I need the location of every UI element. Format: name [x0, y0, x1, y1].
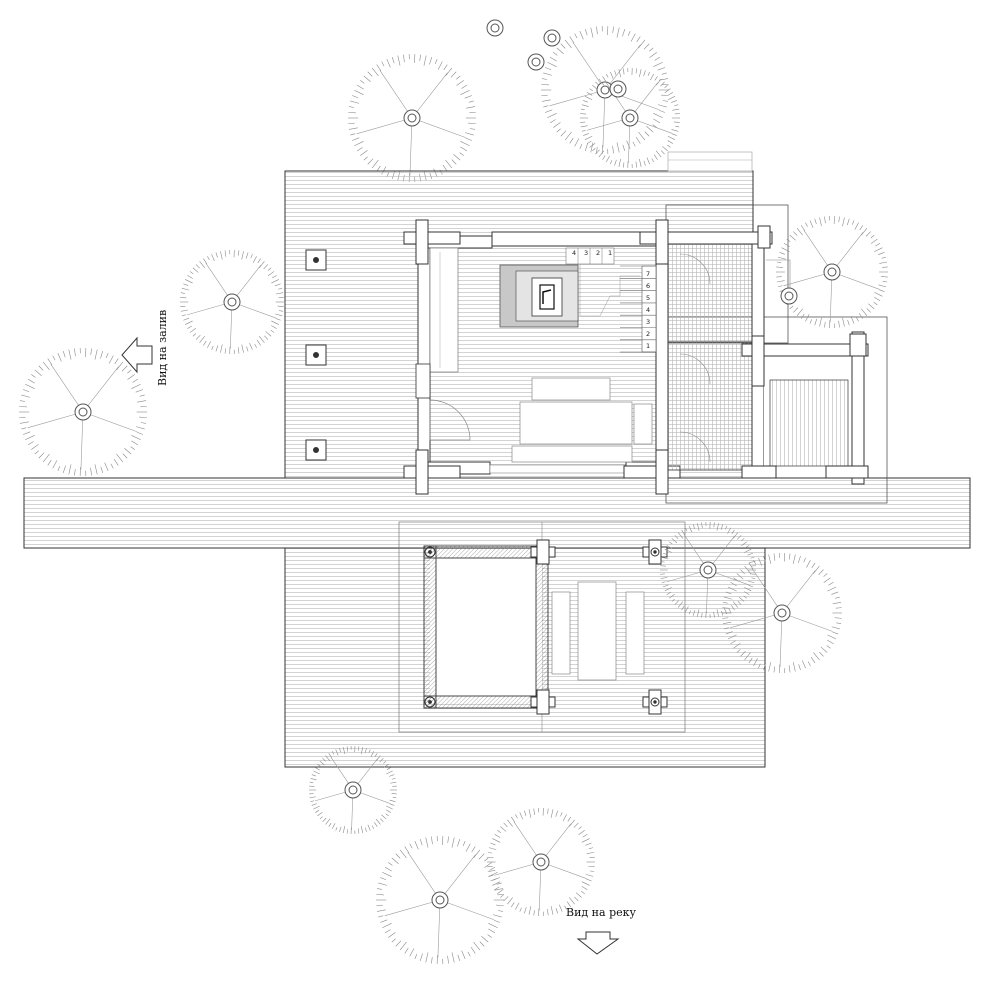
arrow-river	[576, 931, 620, 955]
main-stair: 7 6 5 4 3 2 1	[579, 264, 657, 353]
step-7: 7	[646, 270, 650, 278]
step-1: 1	[646, 342, 650, 350]
tree-bottom-left	[309, 746, 397, 834]
stove	[499, 264, 579, 328]
tree-bottom-a	[376, 836, 504, 964]
tree-right-upper	[776, 216, 888, 328]
step-2: 2	[646, 330, 650, 338]
sapling-2	[543, 29, 561, 47]
trees-foreground	[309, 216, 888, 964]
arrow-bay	[121, 336, 153, 374]
tree-right-mid	[660, 522, 756, 618]
upper-step-2: 2	[596, 249, 600, 257]
upper-step-4: 4	[572, 249, 576, 257]
tree-left-lower	[19, 348, 147, 476]
sapling-1	[486, 19, 504, 37]
view-bay-label: Вид на залив	[156, 310, 169, 386]
step-6: 6	[646, 282, 650, 290]
deck-posts	[305, 249, 327, 461]
top-steps	[667, 151, 753, 172]
upper-step-1: 1	[608, 249, 612, 257]
upper-stair: 4 3 2 1	[565, 247, 615, 265]
sapling-5	[780, 287, 798, 305]
step-5: 5	[646, 294, 650, 302]
sapling-3	[527, 53, 545, 71]
tree-top-right-a	[541, 26, 669, 154]
gazebo	[398, 521, 686, 733]
tree-left-upper	[180, 250, 284, 354]
step-4: 4	[646, 306, 650, 314]
upper-step-3: 3	[584, 249, 588, 257]
cross-walkway	[23, 477, 971, 549]
annex-rooms	[667, 225, 869, 485]
trees-layer	[19, 19, 680, 476]
tree-top-right-b	[580, 68, 680, 168]
tree-right-lower	[722, 553, 842, 673]
step-3: 3	[646, 318, 650, 326]
sapling-4	[609, 80, 627, 98]
tree-bottom-b	[487, 808, 595, 916]
view-river-label: Вид на реку	[566, 906, 636, 919]
tree-top-left	[348, 54, 476, 182]
main-house: 4 3 2 1 7 6 5 4 3 2 1	[403, 219, 681, 495]
